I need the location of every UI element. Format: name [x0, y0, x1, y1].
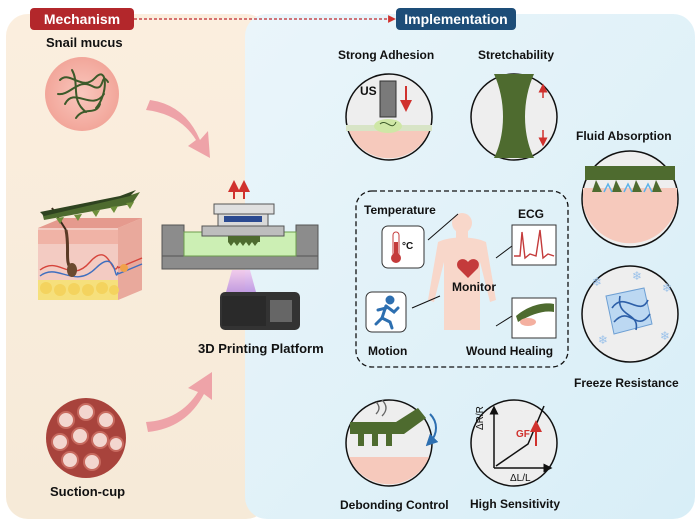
wound-healing-icon — [511, 297, 557, 339]
printing-platform-illustration — [161, 180, 319, 330]
debonding-control-label: Debonding Control — [340, 498, 449, 512]
monitoring-box — [355, 190, 569, 368]
suction-cup-icon — [46, 398, 126, 478]
motion-label: Motion — [368, 344, 408, 358]
us-label: US — [360, 84, 377, 98]
monitor-label: Monitor — [452, 280, 496, 294]
freeze-resistance-icon: ❄ ❄ ❄ ❄ ❄ — [581, 265, 679, 363]
svg-text:❄: ❄ — [660, 329, 670, 343]
ecg-icon — [511, 224, 557, 266]
fluid-absorption-label: Fluid Absorption — [576, 129, 672, 143]
svg-text:❄: ❄ — [592, 275, 602, 289]
snail-to-platform-arrow — [146, 100, 210, 158]
implementation-header: Implementation — [396, 8, 516, 30]
svg-text:❄: ❄ — [632, 269, 642, 283]
mechanism-header: Mechanism — [30, 8, 134, 30]
temperature-unit: °C — [402, 241, 414, 252]
snail-mucus-label: Snail mucus — [46, 35, 123, 50]
human-body-illustration — [428, 213, 496, 330]
heart-icon — [457, 259, 479, 278]
y-axis-label: ΔR/R — [475, 406, 486, 430]
high-sensitivity-icon — [470, 399, 558, 487]
high-sensitivity-label: High Sensitivity — [470, 497, 561, 511]
suction-to-platform-arrow — [146, 372, 212, 432]
strong-adhesion-label: Strong Adhesion — [338, 48, 435, 62]
strong-adhesion-icon — [345, 73, 433, 161]
temperature-label: Temperature — [364, 203, 436, 217]
platform-label: 3D Printing Platform — [198, 341, 324, 356]
svg-text:❄: ❄ — [662, 281, 672, 295]
suction-cup-label: Suction-cup — [50, 484, 126, 499]
gf-label: GF — [516, 429, 530, 440]
skin-patch-illustration — [38, 190, 143, 300]
svg-text:❄: ❄ — [598, 333, 608, 347]
stretchability-icon — [470, 73, 558, 161]
freeze-resistance-label: Freeze Resistance — [574, 376, 679, 390]
x-axis-label: ΔL/L — [510, 473, 531, 484]
running-icon — [365, 291, 407, 333]
thermometer-icon — [381, 225, 425, 269]
fluid-absorption-icon — [581, 150, 679, 248]
debonding-control-icon — [345, 399, 439, 487]
snail-mucus-icon — [45, 57, 119, 131]
ecg-label: ECG — [518, 207, 545, 221]
stretchability-label: Stretchability — [478, 48, 555, 62]
wound-healing-label: Wound Healing — [466, 344, 554, 358]
